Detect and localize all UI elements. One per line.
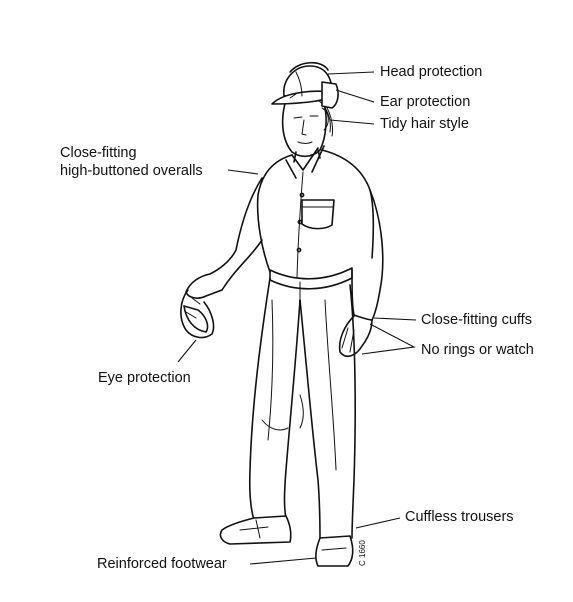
right-hand <box>340 316 372 356</box>
mouth <box>298 142 312 144</box>
figure-code: C 1660 <box>358 540 367 566</box>
torso-left <box>258 155 292 272</box>
ear-cup <box>322 82 338 108</box>
chest-pocket <box>302 200 334 229</box>
head <box>283 100 333 162</box>
label-close-fitting-cuffs: Close-fitting cuffs <box>421 311 532 329</box>
left-arm-outer <box>210 178 262 274</box>
label-head-protection: Head protection <box>380 63 482 81</box>
label-cuffless-trousers: Cuffless trousers <box>405 508 514 526</box>
crotch-fold <box>300 395 303 428</box>
left-arm-inner <box>222 240 262 290</box>
trousers <box>250 278 355 540</box>
leader-eye-protection <box>178 340 196 362</box>
leader-cuffs <box>374 318 416 320</box>
overalls-top <box>258 146 374 278</box>
label-overalls-line2: high-buttoned overalls <box>60 162 203 180</box>
button <box>297 248 300 251</box>
left-arm <box>186 178 262 298</box>
label-no-rings-or-watch: No rings or watch <box>421 341 534 359</box>
goggles <box>181 290 214 337</box>
knee-fold <box>262 420 288 430</box>
left-leg-crease <box>268 300 273 440</box>
right-arm <box>340 190 383 356</box>
left-leg-inner <box>285 300 301 518</box>
nose <box>302 120 306 135</box>
label-tidy-hair-style: Tidy hair style <box>380 115 469 133</box>
leader-tidy-hair <box>330 120 374 124</box>
belt <box>270 268 352 289</box>
leader-head-protection <box>328 72 374 74</box>
face-outline <box>283 100 326 156</box>
right-leg-outer <box>350 285 355 538</box>
leader-rings <box>362 324 414 354</box>
left-leg-outer <box>250 278 270 520</box>
torso-right <box>322 150 373 258</box>
leader-footwear <box>250 558 316 564</box>
right-boot <box>316 536 353 566</box>
right-cuff <box>354 315 372 320</box>
label-ear-protection: Ear protection <box>380 93 470 111</box>
leader-lines <box>178 72 416 564</box>
eyebrows <box>294 116 318 118</box>
left-hand <box>186 274 222 298</box>
label-eye-protection: Eye protection <box>98 369 191 387</box>
leader-ear-protection <box>336 90 374 102</box>
label-reinforced-footwear: Reinforced footwear <box>97 555 227 573</box>
right-leg-crease <box>325 300 336 470</box>
leader-cuffless <box>356 518 400 528</box>
boots <box>220 516 352 566</box>
button <box>300 193 303 196</box>
goggle-lens <box>184 306 208 332</box>
label-overalls-line1: Close-fitting <box>60 144 137 162</box>
leader-overalls <box>228 170 258 174</box>
